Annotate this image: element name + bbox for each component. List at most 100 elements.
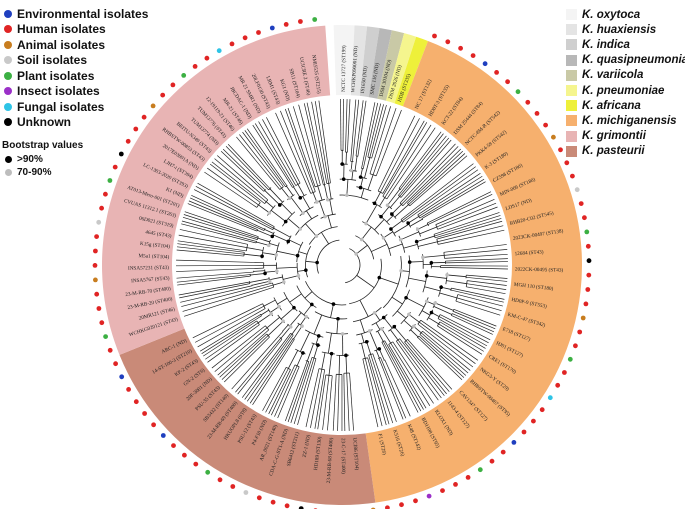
tree-branch (393, 326, 407, 341)
isolate-dot (583, 301, 589, 307)
tree-tip-branch (367, 103, 382, 158)
tree-arc (308, 226, 338, 245)
bootstrap-node (429, 310, 434, 315)
bootstrap-node (407, 260, 412, 264)
tree-tip-branch (355, 100, 364, 157)
tree-branch (383, 317, 393, 329)
tree-tip-branch (382, 341, 422, 412)
tree-arc (256, 320, 260, 325)
bootstrap-node (364, 221, 368, 226)
tip-label: INSA57231 (ST43) (128, 264, 169, 272)
tree-tip-branch (176, 274, 251, 283)
isolate-dot (113, 361, 118, 367)
isolate-legend-item: Soil isolates (4, 53, 148, 69)
tree-tip-branch (298, 104, 321, 186)
tree-tip-branch (350, 99, 357, 162)
tree-branch (251, 280, 270, 286)
isolate-dot (445, 39, 451, 45)
bootstrap-mid-dot (5, 169, 12, 176)
tree-arc (408, 324, 416, 332)
tree-tip-branch (436, 220, 503, 240)
tree-arc (422, 270, 428, 293)
tree-tip-branch (211, 325, 266, 369)
bootstrap-node (364, 339, 369, 344)
tree-branch (287, 350, 299, 369)
tree-branch (389, 196, 400, 208)
isolate-dot (578, 201, 584, 207)
tree-branch (249, 278, 270, 283)
tip-label: ZZ-1 (ND) (301, 434, 312, 458)
tree-tip-branch (362, 102, 379, 169)
tree-arc (321, 351, 335, 355)
species-legend-item: K. variicola (566, 68, 685, 83)
isolate-dot (270, 499, 276, 505)
tree-branch (397, 310, 407, 319)
tree-arc (355, 235, 375, 260)
tree-tip-branch (438, 316, 489, 344)
isolate-dot (269, 25, 275, 31)
tree-branch (366, 341, 372, 355)
tree-tip-branch (440, 314, 491, 341)
tree-branch (264, 190, 281, 206)
isolate-dot (126, 387, 131, 392)
tree-branch (424, 286, 441, 292)
bootstrap-node (421, 255, 425, 260)
species-legend-label: K. variicola (582, 69, 644, 82)
bootstrap-node (372, 310, 377, 315)
isolate-legend-dot (4, 56, 12, 65)
isolate-dot (482, 61, 488, 67)
bootstrap-node (325, 197, 330, 202)
tree-branch (313, 344, 319, 359)
tree-arc (262, 303, 266, 309)
tree-tip-branch (181, 220, 257, 242)
tree-arc (416, 227, 422, 237)
tree-tip-branch (382, 120, 425, 194)
isolate-dot (426, 493, 432, 499)
tree-branch (269, 243, 279, 247)
tree-tip-branch (246, 128, 288, 187)
species-legend-label: K. oxytoca (582, 8, 641, 21)
tree-tip-branch (361, 102, 376, 169)
tree-branch (253, 270, 265, 272)
tree-tip-branch (254, 123, 295, 187)
bootstrap-node (267, 210, 272, 215)
tree-arc (276, 262, 278, 275)
species-legend-swatch (566, 24, 577, 36)
tree-tip-branch (450, 289, 504, 303)
tree-branch (416, 235, 435, 243)
tree-tip-branch (178, 281, 250, 296)
tree-tip-branch (310, 369, 323, 429)
tree-arc (388, 341, 394, 345)
tree-arc (325, 331, 349, 335)
tree-tip-branch (221, 335, 269, 380)
tree-tip-branch (400, 139, 452, 198)
tree-tip-branch (176, 246, 245, 255)
tree-branch (351, 170, 354, 180)
tree-tip-branch (349, 372, 354, 431)
tree-tip-branch (265, 368, 289, 413)
tree-tip-branch (372, 107, 397, 175)
tree-branch (303, 304, 313, 316)
tree-tip-branch (311, 101, 328, 184)
tree-arc (378, 357, 381, 359)
bootstrap-node (433, 301, 438, 305)
tree-branch (280, 203, 293, 215)
tree-tip-branch (452, 313, 495, 333)
bootstrap-node (377, 275, 382, 280)
tree-branch (394, 204, 409, 218)
indica-sector (359, 26, 380, 98)
species-legend-label: K. pasteurii (582, 145, 645, 158)
tree-arc (389, 227, 396, 237)
tree-branch (293, 186, 301, 199)
bootstrap-node (345, 193, 349, 197)
bootstrap-node (329, 351, 334, 356)
tree-tip-branch (179, 229, 248, 245)
isolate-dot (564, 160, 570, 166)
tree-branch (282, 324, 289, 332)
bootstrap-node (367, 329, 372, 333)
isolate-legend-item: Plant isolates (4, 68, 148, 84)
tree-tip-branch (451, 315, 493, 335)
bootstrap-node (445, 273, 449, 277)
tree-tip-branch (434, 218, 502, 239)
tree-arc (377, 190, 384, 194)
